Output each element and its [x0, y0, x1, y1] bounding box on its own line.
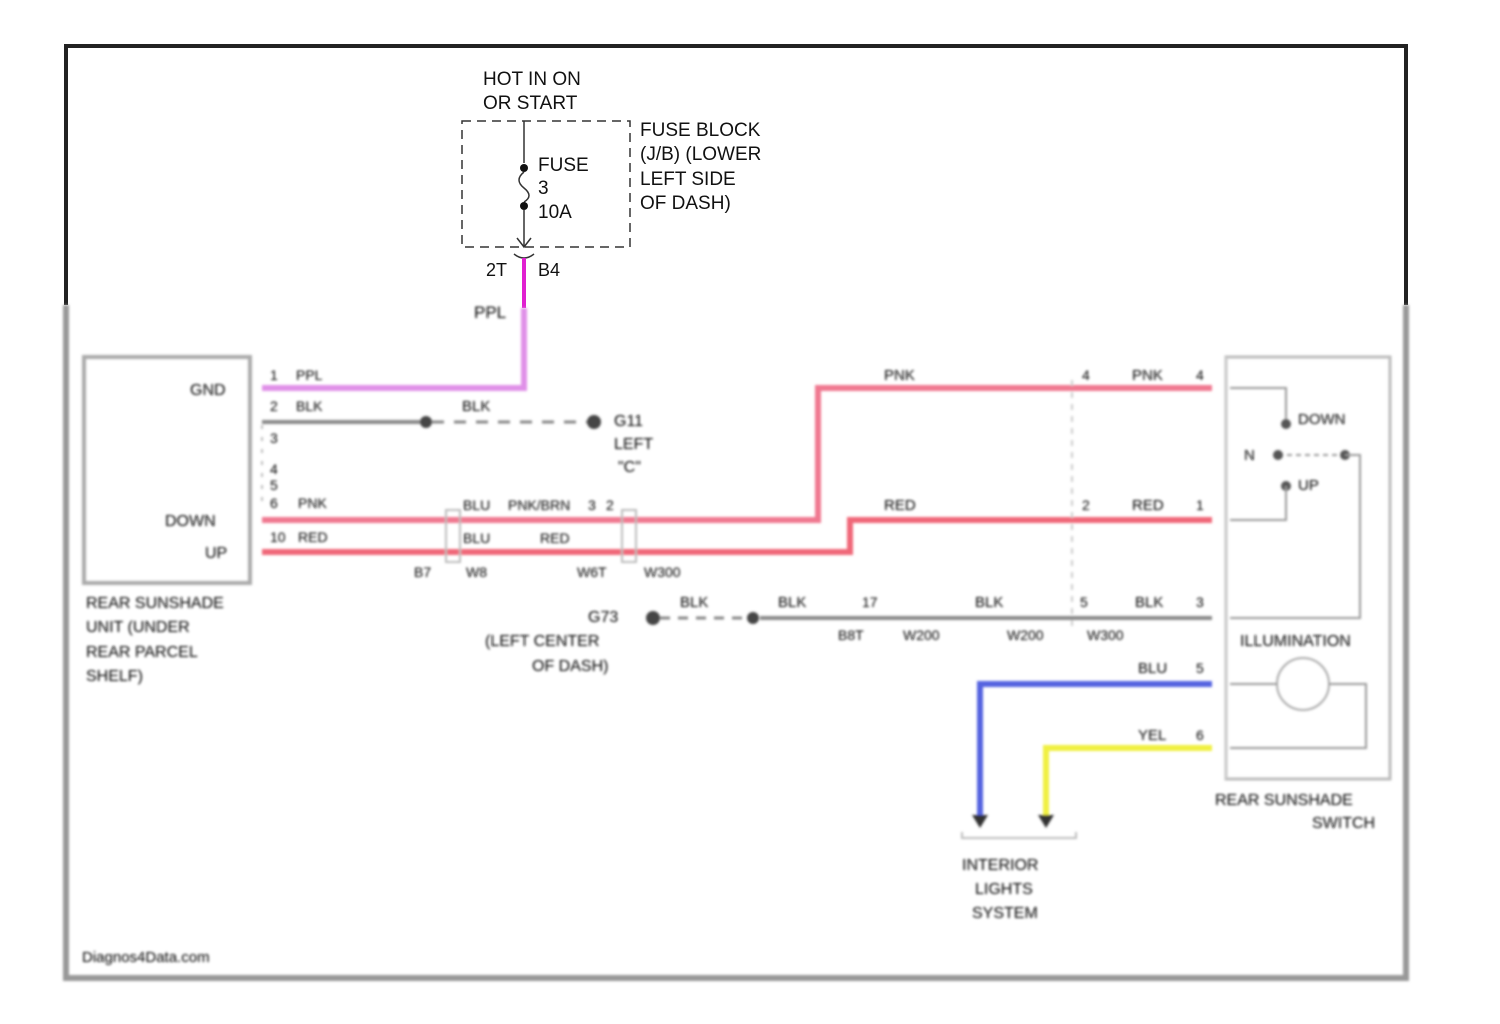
- ground-g73-name: G73: [588, 609, 618, 626]
- ground-g73-conn-1: 17: [862, 594, 878, 610]
- interior-label-3: SYSTEM: [972, 905, 1038, 922]
- hot-label-1: HOT IN ON: [483, 69, 581, 90]
- pin-5-number: 5: [270, 477, 278, 493]
- hot-label-2: OR START: [483, 93, 578, 114]
- fuse-terminal-bottom: [520, 202, 528, 210]
- pin-b-left: 2: [1082, 497, 1090, 513]
- sunshade-unit-name-3: REAR PARCEL: [86, 644, 198, 661]
- illumination-lamp-icon: [1277, 658, 1329, 710]
- switch-up-label: UP: [1298, 477, 1319, 494]
- yel-wire-label: YEL: [1138, 727, 1166, 744]
- ground-g73-wire-3: BLK: [975, 594, 1003, 611]
- pin-6-number: 6: [270, 495, 278, 511]
- pin-2-color: BLK: [296, 398, 323, 414]
- sunshade-switch: DOWN N UP ILLUMINATION REAR SUNSHADE SWI…: [1215, 357, 1390, 832]
- pin-label-up: UP: [205, 545, 227, 562]
- pin-1-number: 1: [270, 367, 278, 383]
- mid-label-blu-bottom: BLU: [463, 530, 490, 546]
- fuse-terminal-top: [520, 164, 528, 172]
- fuse-block-label-4: OF DASH): [640, 193, 731, 214]
- pin-6-color: PNK: [298, 495, 327, 511]
- ground-g11-name: G11: [614, 413, 643, 430]
- ground-g11-wire: BLK: [462, 398, 490, 415]
- red-right-label: RED: [1132, 497, 1164, 514]
- fuse-number: 3: [538, 178, 549, 199]
- pin-e-right: 5: [1196, 660, 1204, 676]
- fuse-block-label-1: FUSE BLOCK: [640, 120, 761, 141]
- pin-3-number: 3: [270, 430, 278, 446]
- ground-g73-conn-2: 5: [1080, 594, 1088, 610]
- blu-wire-arrow: [972, 815, 988, 828]
- connector-right-label: B4: [538, 260, 560, 280]
- ground-g73-location-2: OF DASH): [532, 658, 608, 675]
- blu-wire-label: BLU: [1138, 660, 1167, 677]
- interior-bracket: [962, 832, 1076, 838]
- pin-1-color: PPL: [296, 367, 323, 383]
- fuse-block-label-3: LEFT SIDE: [640, 169, 736, 190]
- pin-10-number: 10: [270, 529, 286, 545]
- ground-g73-conn-3: 3: [1196, 594, 1204, 610]
- pin-2-number: 2: [270, 398, 278, 414]
- switch-illumination-label: ILLUMINATION: [1240, 633, 1351, 650]
- fuse-symbol: [519, 172, 529, 202]
- mid-label-pnkbrn: PNK/BRN: [508, 497, 570, 513]
- pin-f-right: 6: [1196, 727, 1204, 743]
- ground-g11-location: LEFT: [614, 436, 653, 453]
- interior-label-1: INTERIOR: [962, 857, 1038, 874]
- switch-name-1: REAR SUNSHADE: [1215, 792, 1353, 809]
- ground-g73-id-3: W200: [1007, 627, 1044, 643]
- pin-label-gnd: GND: [190, 382, 226, 399]
- fuse-block: HOT IN ON OR START FUSE 3 10A FUSE BLOCK…: [462, 69, 761, 280]
- mid-label-red: RED: [540, 530, 570, 546]
- mid-label-blu-top: BLU: [463, 497, 490, 513]
- ground-g73-id-4: W300: [1087, 627, 1124, 643]
- sunshade-unit-name-1: REAR SUNSHADE: [86, 595, 224, 612]
- red-wire-label: RED: [884, 497, 916, 514]
- switch-down-label: DOWN: [1298, 411, 1346, 428]
- interior-label-2: LIGHTS: [975, 881, 1033, 898]
- circuit-body: PPL GND DOWN UP REAR SUNSHADE UNIT (UNDE…: [82, 303, 1390, 966]
- ground-g73-wire-4: BLK: [1135, 594, 1163, 611]
- sunshade-unit-name-4: SHELF): [86, 668, 143, 685]
- ground-g73-id-2: W200: [903, 627, 940, 643]
- pin-d-right: 1: [1196, 497, 1204, 513]
- pnk-wire-label: PNK: [884, 367, 915, 384]
- mid-label-2: 2: [606, 497, 614, 513]
- switch-name-2: SWITCH: [1312, 815, 1375, 832]
- mid-under-w8: W8: [466, 564, 487, 580]
- mid-under-b7: B7: [414, 564, 431, 580]
- yel-wire: [1046, 748, 1212, 815]
- mid-label-3: 3: [588, 497, 596, 513]
- ground-g73: G73 (LEFT CENTER OF DASH) BLK BLK BLK BL…: [485, 594, 1212, 675]
- mid-under-w300: W300: [644, 564, 681, 580]
- mid-under-w6t: W6T: [577, 564, 607, 580]
- ppl-wire-label: PPL: [474, 303, 506, 322]
- inline-connector-mid: BLU PNK/BRN 3 2 BLU RED B7 W8 W6T W300: [414, 497, 681, 580]
- connector-left-label: 2T: [486, 260, 507, 280]
- fuse-rating: 10A: [538, 202, 572, 223]
- ground-g73-wire-2: BLK: [778, 594, 806, 611]
- ground-g73-location-1: (LEFT CENTER: [485, 633, 599, 650]
- pin-a-right: 4: [1196, 367, 1204, 383]
- pin-label-down: DOWN: [165, 513, 216, 530]
- pin-a-left: 4: [1082, 367, 1090, 383]
- fuse-label: FUSE: [538, 155, 589, 176]
- pnk-right-label: PNK: [1132, 367, 1163, 384]
- outer-frame: [66, 46, 1406, 978]
- watermark: Diagnos4Data.com: [82, 949, 210, 966]
- ground-g73-id-1: B8T: [838, 627, 864, 643]
- red-wire: [262, 520, 1212, 552]
- pin-4-number: 4: [270, 461, 278, 477]
- switch-common-label: N: [1244, 447, 1255, 464]
- pin-10-color: RED: [298, 529, 328, 545]
- sunshade-unit-name-2: UNIT (UNDER: [86, 619, 190, 636]
- ground-g73-wire-1: BLK: [680, 594, 708, 611]
- yel-wire-arrow: [1038, 815, 1054, 828]
- fuse-block-label-2: (J/B) (LOWER: [640, 144, 761, 165]
- ground-g11-location-2: "C": [618, 459, 641, 476]
- pnk-wire: [262, 388, 1212, 520]
